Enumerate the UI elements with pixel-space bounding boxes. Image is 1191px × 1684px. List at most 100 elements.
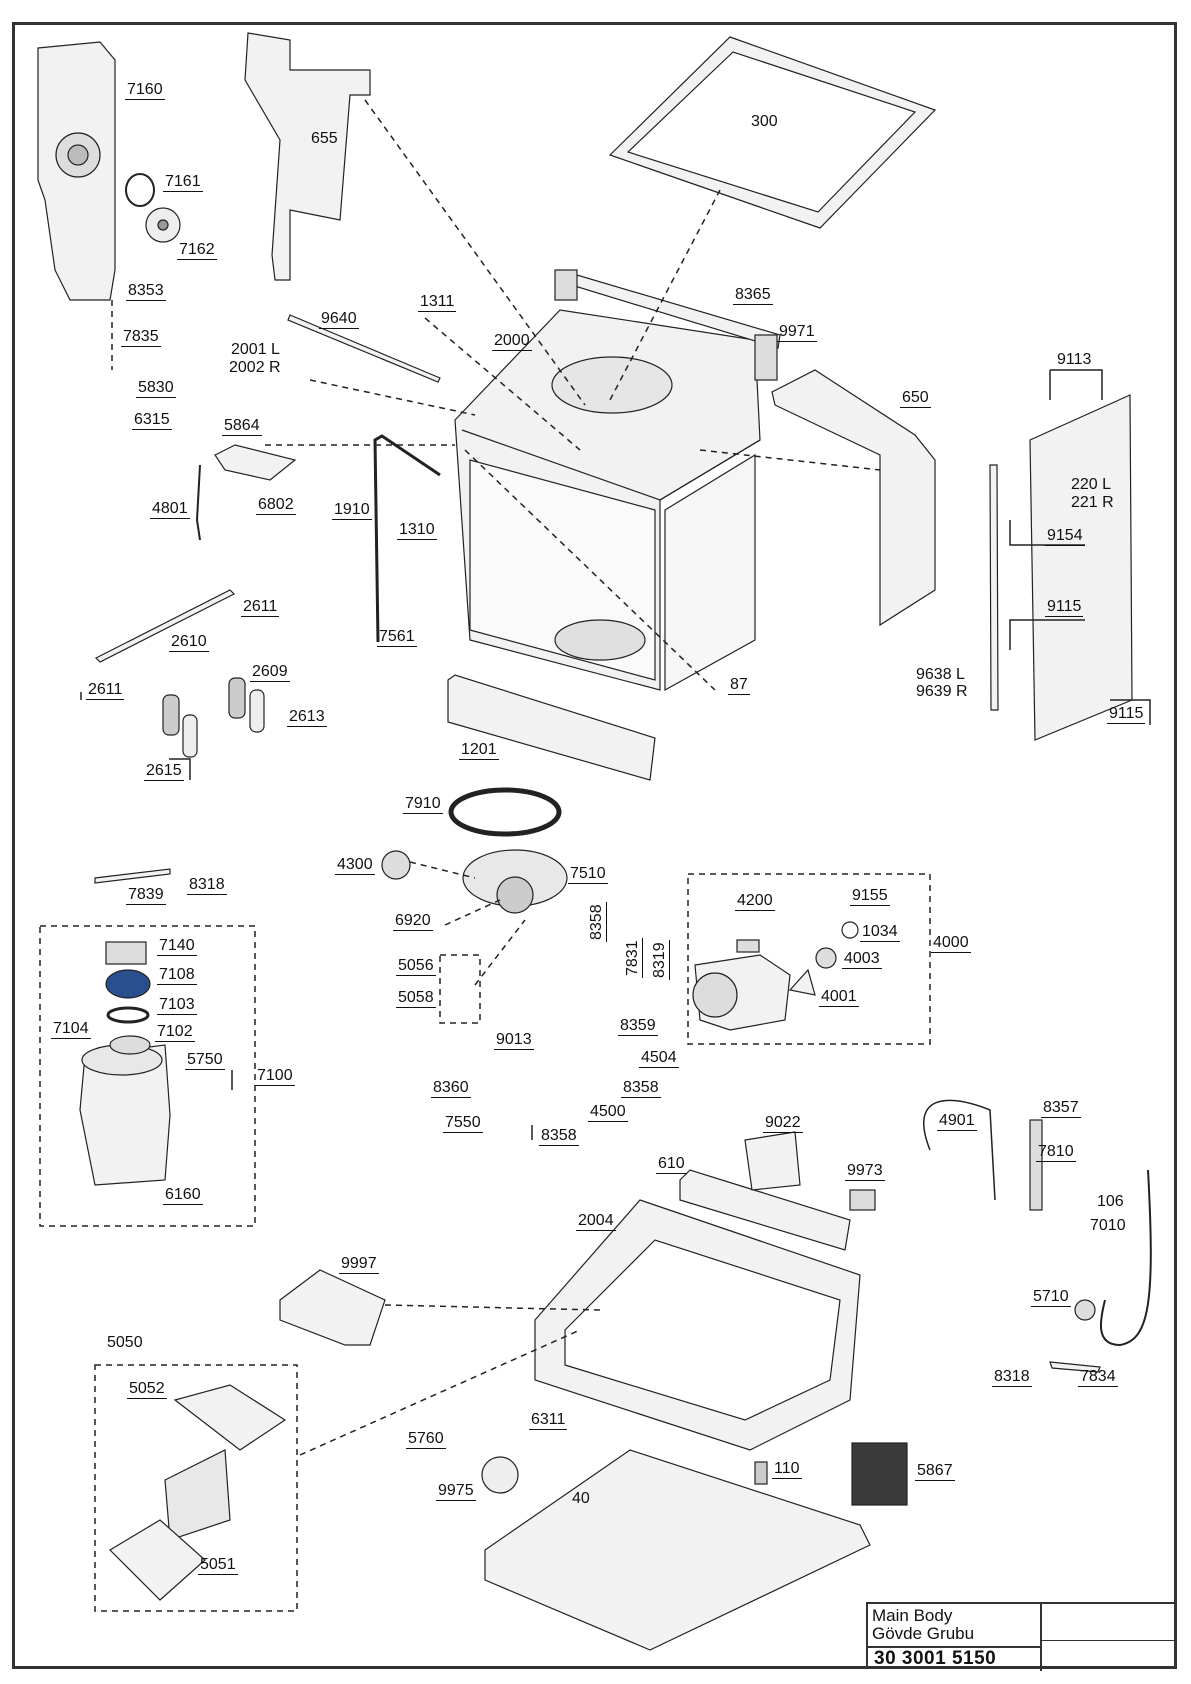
part-110-spring	[754, 1461, 768, 1485]
dash-87	[464, 449, 716, 691]
label-9971: 9971	[777, 323, 817, 342]
title-block-blank-top	[1042, 1604, 1177, 1641]
label-9640: 9640	[319, 310, 359, 329]
dash-2001	[309, 379, 476, 416]
label-7100: 7100	[255, 1067, 295, 1086]
label-1910: 1910	[332, 501, 372, 520]
part-2609-roller	[228, 677, 246, 719]
part-9997-bracket	[279, 1269, 386, 1346]
label-4200: 4200	[735, 892, 775, 911]
label-5864: 5864	[222, 417, 262, 436]
part-1201-kick-strip	[447, 674, 656, 781]
dash-5050	[299, 1329, 581, 1456]
label-610: 610	[656, 1155, 687, 1174]
label-5830: 5830	[136, 379, 176, 398]
part-610-front-panel	[679, 1169, 851, 1251]
part-7161-oring	[125, 173, 155, 207]
label-5710: 5710	[1031, 1288, 1071, 1307]
label-4500: 4500	[588, 1103, 628, 1122]
part-7839-strip	[94, 868, 171, 884]
part-655-insulation	[244, 32, 371, 281]
label-8319: 8319	[651, 940, 670, 980]
label-8360: 8360	[431, 1079, 471, 1098]
label-4901: 4901	[937, 1112, 977, 1131]
label-7102: 7102	[155, 1023, 195, 1042]
part-106-hose	[1099, 1169, 1152, 1347]
dash-9997	[384, 1304, 601, 1311]
label-4003: 4003	[842, 950, 882, 969]
label-221: 221 R	[1071, 494, 1114, 511]
part-2610-strip	[94, 589, 236, 663]
part-7140-cap	[105, 941, 147, 965]
part-1910-cable	[373, 434, 441, 643]
part-7103-oring	[106, 1006, 150, 1024]
label-2611-top: 2611	[241, 598, 280, 617]
label-7839: 7839	[126, 886, 166, 905]
label-7103: 7103	[157, 996, 197, 1015]
label-7831: 7831	[624, 938, 643, 978]
label-8318-top: 8318	[187, 876, 227, 895]
label-4300: 4300	[335, 856, 375, 875]
part-4901-cable	[923, 1099, 996, 1201]
label-9115-top: 9115	[1045, 598, 1084, 617]
dash-650	[699, 449, 881, 471]
part-5710-valve	[1074, 1299, 1096, 1321]
part-4300	[381, 850, 411, 880]
dash-4300	[409, 861, 476, 879]
part-5867-pad	[851, 1442, 908, 1506]
label-6311: 6311	[529, 1411, 568, 1430]
part-5051-housing	[109, 1519, 206, 1601]
part-5051-board	[164, 1449, 231, 1541]
part-650-side-insulation	[771, 369, 936, 627]
label-5760: 5760	[406, 1430, 446, 1449]
label-6802: 6802	[256, 496, 296, 515]
label-7160: 7160	[125, 81, 165, 100]
part-7810-hose	[1029, 1119, 1043, 1211]
part-9022-board	[744, 1131, 801, 1191]
label-106: 106	[1097, 1193, 1124, 1210]
title-block: Main Body Gövde Grubu 30 3001 5150	[866, 1602, 1177, 1671]
label-2001: 2001 L	[231, 341, 280, 358]
part-4801-cable	[195, 464, 201, 541]
label-5052: 5052	[127, 1380, 167, 1399]
title-line2: Gövde Grubu	[872, 1624, 975, 1643]
label-7140: 7140	[157, 937, 197, 956]
label-9639: 9639 R	[916, 683, 968, 700]
label-8357: 8357	[1041, 1099, 1081, 1118]
part-7910-gasket	[448, 787, 562, 837]
label-1201: 1201	[459, 741, 499, 760]
part-4001	[788, 968, 816, 996]
label-2615: 2615	[144, 762, 184, 781]
label-7550: 7550	[443, 1114, 483, 1133]
label-5058: 5058	[396, 989, 436, 1008]
label-4801: 4801	[150, 500, 190, 519]
label-8358-vertical: 8358	[588, 902, 607, 942]
label-9638: 9638 L	[916, 666, 965, 683]
part-9973	[849, 1189, 876, 1211]
label-2609: 2609	[250, 663, 290, 682]
part-2609-slider	[249, 689, 265, 733]
label-5051: 5051	[198, 1556, 238, 1575]
label-7810: 7810	[1036, 1143, 1076, 1162]
part-7100-heater	[79, 1044, 171, 1186]
label-7108: 7108	[157, 966, 197, 985]
part-2000-spray-hub	[551, 356, 673, 414]
label-5056: 5056	[396, 957, 436, 976]
label-9997: 9997	[339, 1255, 379, 1274]
label-9113: 9113	[1057, 351, 1092, 368]
label-220: 220 L	[1071, 476, 1112, 493]
label-2000: 2000	[492, 332, 532, 351]
label-2610: 2610	[169, 633, 209, 652]
label-300: 300	[751, 113, 778, 130]
label-4000: 4000	[931, 934, 971, 953]
label-7835: 7835	[121, 328, 161, 347]
part-9638-strip	[989, 464, 999, 711]
part-9975-filter	[481, 1456, 519, 1494]
label-87: 87	[728, 676, 750, 695]
dash-655	[364, 99, 586, 406]
part-40-base-tray	[484, 1449, 871, 1651]
label-2002: 2002 R	[229, 359, 281, 376]
label-9975: 9975	[436, 1482, 476, 1501]
label-7162: 7162	[177, 241, 217, 260]
part-5052-cover	[173, 1384, 287, 1451]
